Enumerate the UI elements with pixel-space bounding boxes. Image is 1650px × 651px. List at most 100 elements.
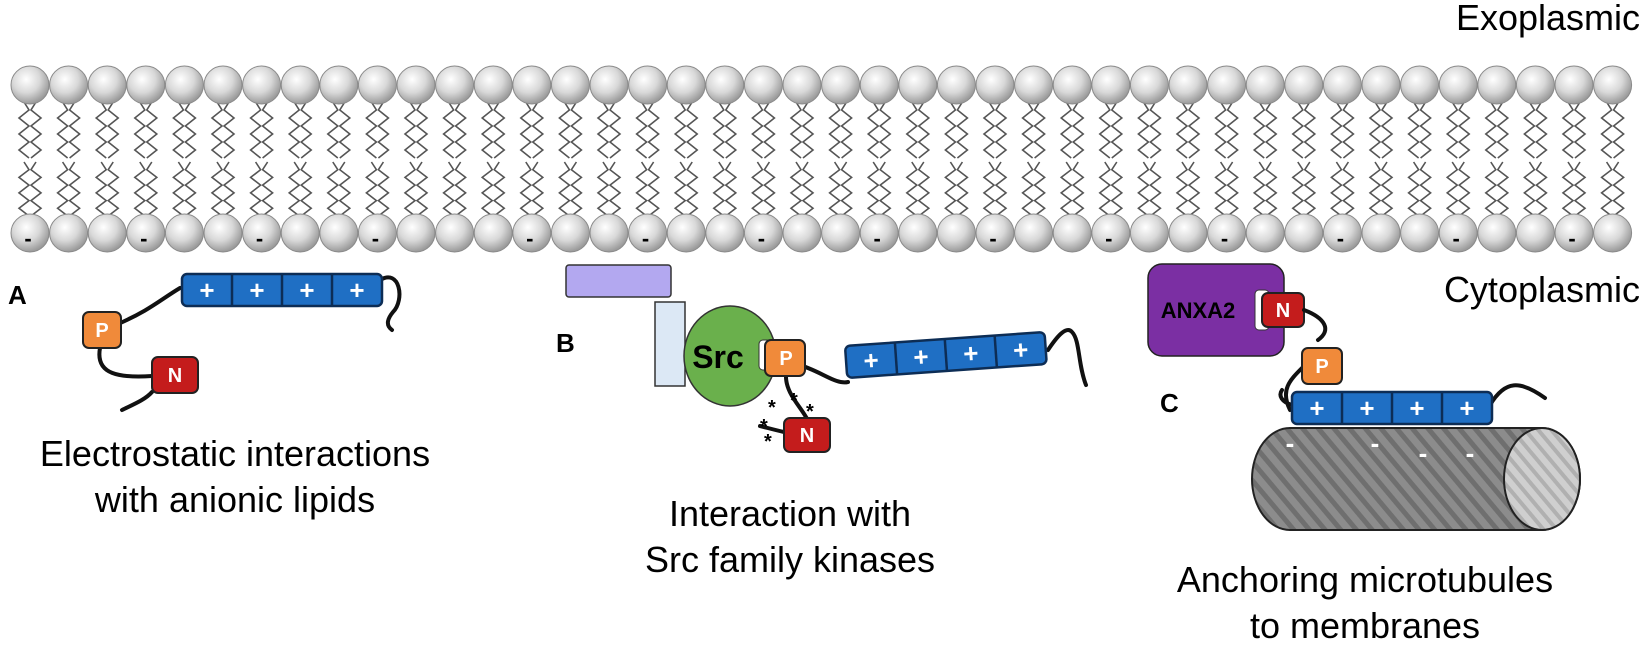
lipid-head (87, 65, 127, 105)
lipid-tail (789, 161, 803, 217)
lipid-tail (1612, 101, 1625, 159)
lipid-tail (1445, 101, 1459, 159)
lipid-tail (982, 161, 996, 217)
lipid-tail (724, 161, 738, 217)
lipid-head (10, 213, 50, 253)
plus-sign: + (962, 338, 979, 369)
lipid-tail (249, 101, 262, 159)
lipid-tail (1059, 101, 1073, 159)
lipid-head (126, 213, 166, 253)
lipid-tail (1407, 161, 1420, 217)
lipid-tail (17, 161, 31, 217)
lipid-tail (1226, 101, 1239, 159)
lipid-tail (1523, 101, 1536, 159)
lipid-head (936, 65, 976, 105)
lipid-tail (338, 161, 352, 217)
lipid-tail (917, 161, 931, 217)
lipid-tail (801, 161, 815, 217)
lipid-tail (365, 161, 378, 217)
lipid-tail (685, 101, 699, 159)
lipid-tail (1110, 101, 1124, 159)
minus-sign: - (1419, 438, 1428, 468)
lipid-tail (1071, 101, 1085, 159)
minus-sign: - (1371, 428, 1380, 458)
lipid-tail (1484, 161, 1498, 217)
lipid-tail (828, 101, 841, 159)
lipid-tail (184, 161, 197, 217)
lipid-tail (1021, 161, 1034, 217)
lipid-tail (492, 101, 506, 159)
lipid-tail (480, 101, 494, 159)
lipid-tail (1226, 161, 1239, 217)
lipid-tail (1457, 161, 1471, 217)
lipid-tail (377, 101, 390, 159)
lipid-tail (261, 101, 274, 159)
lipid-tail (917, 101, 931, 159)
p-label: P (779, 348, 792, 370)
lipid-tail (531, 161, 545, 217)
lipid-tail (1033, 101, 1046, 159)
lipid-head (1593, 65, 1633, 105)
lipid-tail (29, 161, 43, 217)
lipid-tail (415, 161, 429, 217)
lipid-tail (878, 161, 892, 217)
lipid-tail (635, 161, 648, 217)
lipid-tail (1380, 161, 1394, 217)
p-box (764, 339, 806, 377)
lipid-tail (1342, 161, 1355, 217)
lipid-tail (763, 161, 776, 217)
lipid-tail (519, 161, 533, 217)
plus-sign: + (1359, 393, 1374, 423)
lipid-tail (1137, 161, 1150, 217)
lipid-tail (1214, 161, 1227, 217)
lipid-head (242, 213, 282, 253)
lipid-tail (1149, 101, 1162, 159)
lipid-tail (789, 101, 803, 159)
lipid-head (550, 65, 590, 105)
lipid-head (705, 65, 745, 105)
lipid-tail (1419, 101, 1432, 159)
lipid-tail (454, 161, 467, 217)
lipid-tail (712, 101, 726, 159)
lipid-tail (1561, 161, 1575, 217)
lipid-head (1284, 213, 1324, 253)
lipid-head (357, 213, 397, 253)
lipid-tail (1535, 161, 1548, 217)
lipid-tail (1303, 161, 1317, 217)
lipid-tail (635, 101, 648, 159)
lipid-tail (905, 161, 919, 217)
n-box (151, 356, 199, 394)
lipid-head (936, 213, 976, 253)
lipid-head (473, 65, 513, 105)
lipid-tail (1535, 101, 1548, 159)
lipid-tail (403, 101, 417, 159)
lipid-tail (377, 161, 390, 217)
panel-a-letter: A (8, 280, 27, 310)
minus-sign: - (1286, 428, 1295, 458)
linker-strand (758, 424, 786, 434)
lipid-tail (866, 161, 880, 217)
lipid-tail (1291, 101, 1305, 159)
lipid-tail (1214, 101, 1227, 159)
plus-sign: + (912, 341, 929, 372)
lipid-tail (531, 101, 545, 159)
lipid-tail (338, 101, 352, 159)
lipid-tail (608, 161, 622, 217)
lipid-head (319, 65, 359, 105)
lipid-head (1322, 213, 1362, 253)
lipid-tail (519, 101, 533, 159)
lipid-tail (944, 101, 957, 159)
lipid-head (666, 65, 706, 105)
n-box (783, 417, 831, 453)
lipid-tail (106, 101, 120, 159)
lipid-head (743, 213, 783, 253)
anionic-lipid-mark: - (526, 226, 533, 251)
n-label: N (1276, 300, 1290, 322)
lipid-tail (1033, 161, 1046, 217)
lipid-tail (763, 101, 776, 159)
phospho-star: * (764, 431, 772, 453)
segment-divider (893, 342, 899, 375)
lipid-tail (299, 101, 313, 159)
lipid-tail (442, 101, 455, 159)
